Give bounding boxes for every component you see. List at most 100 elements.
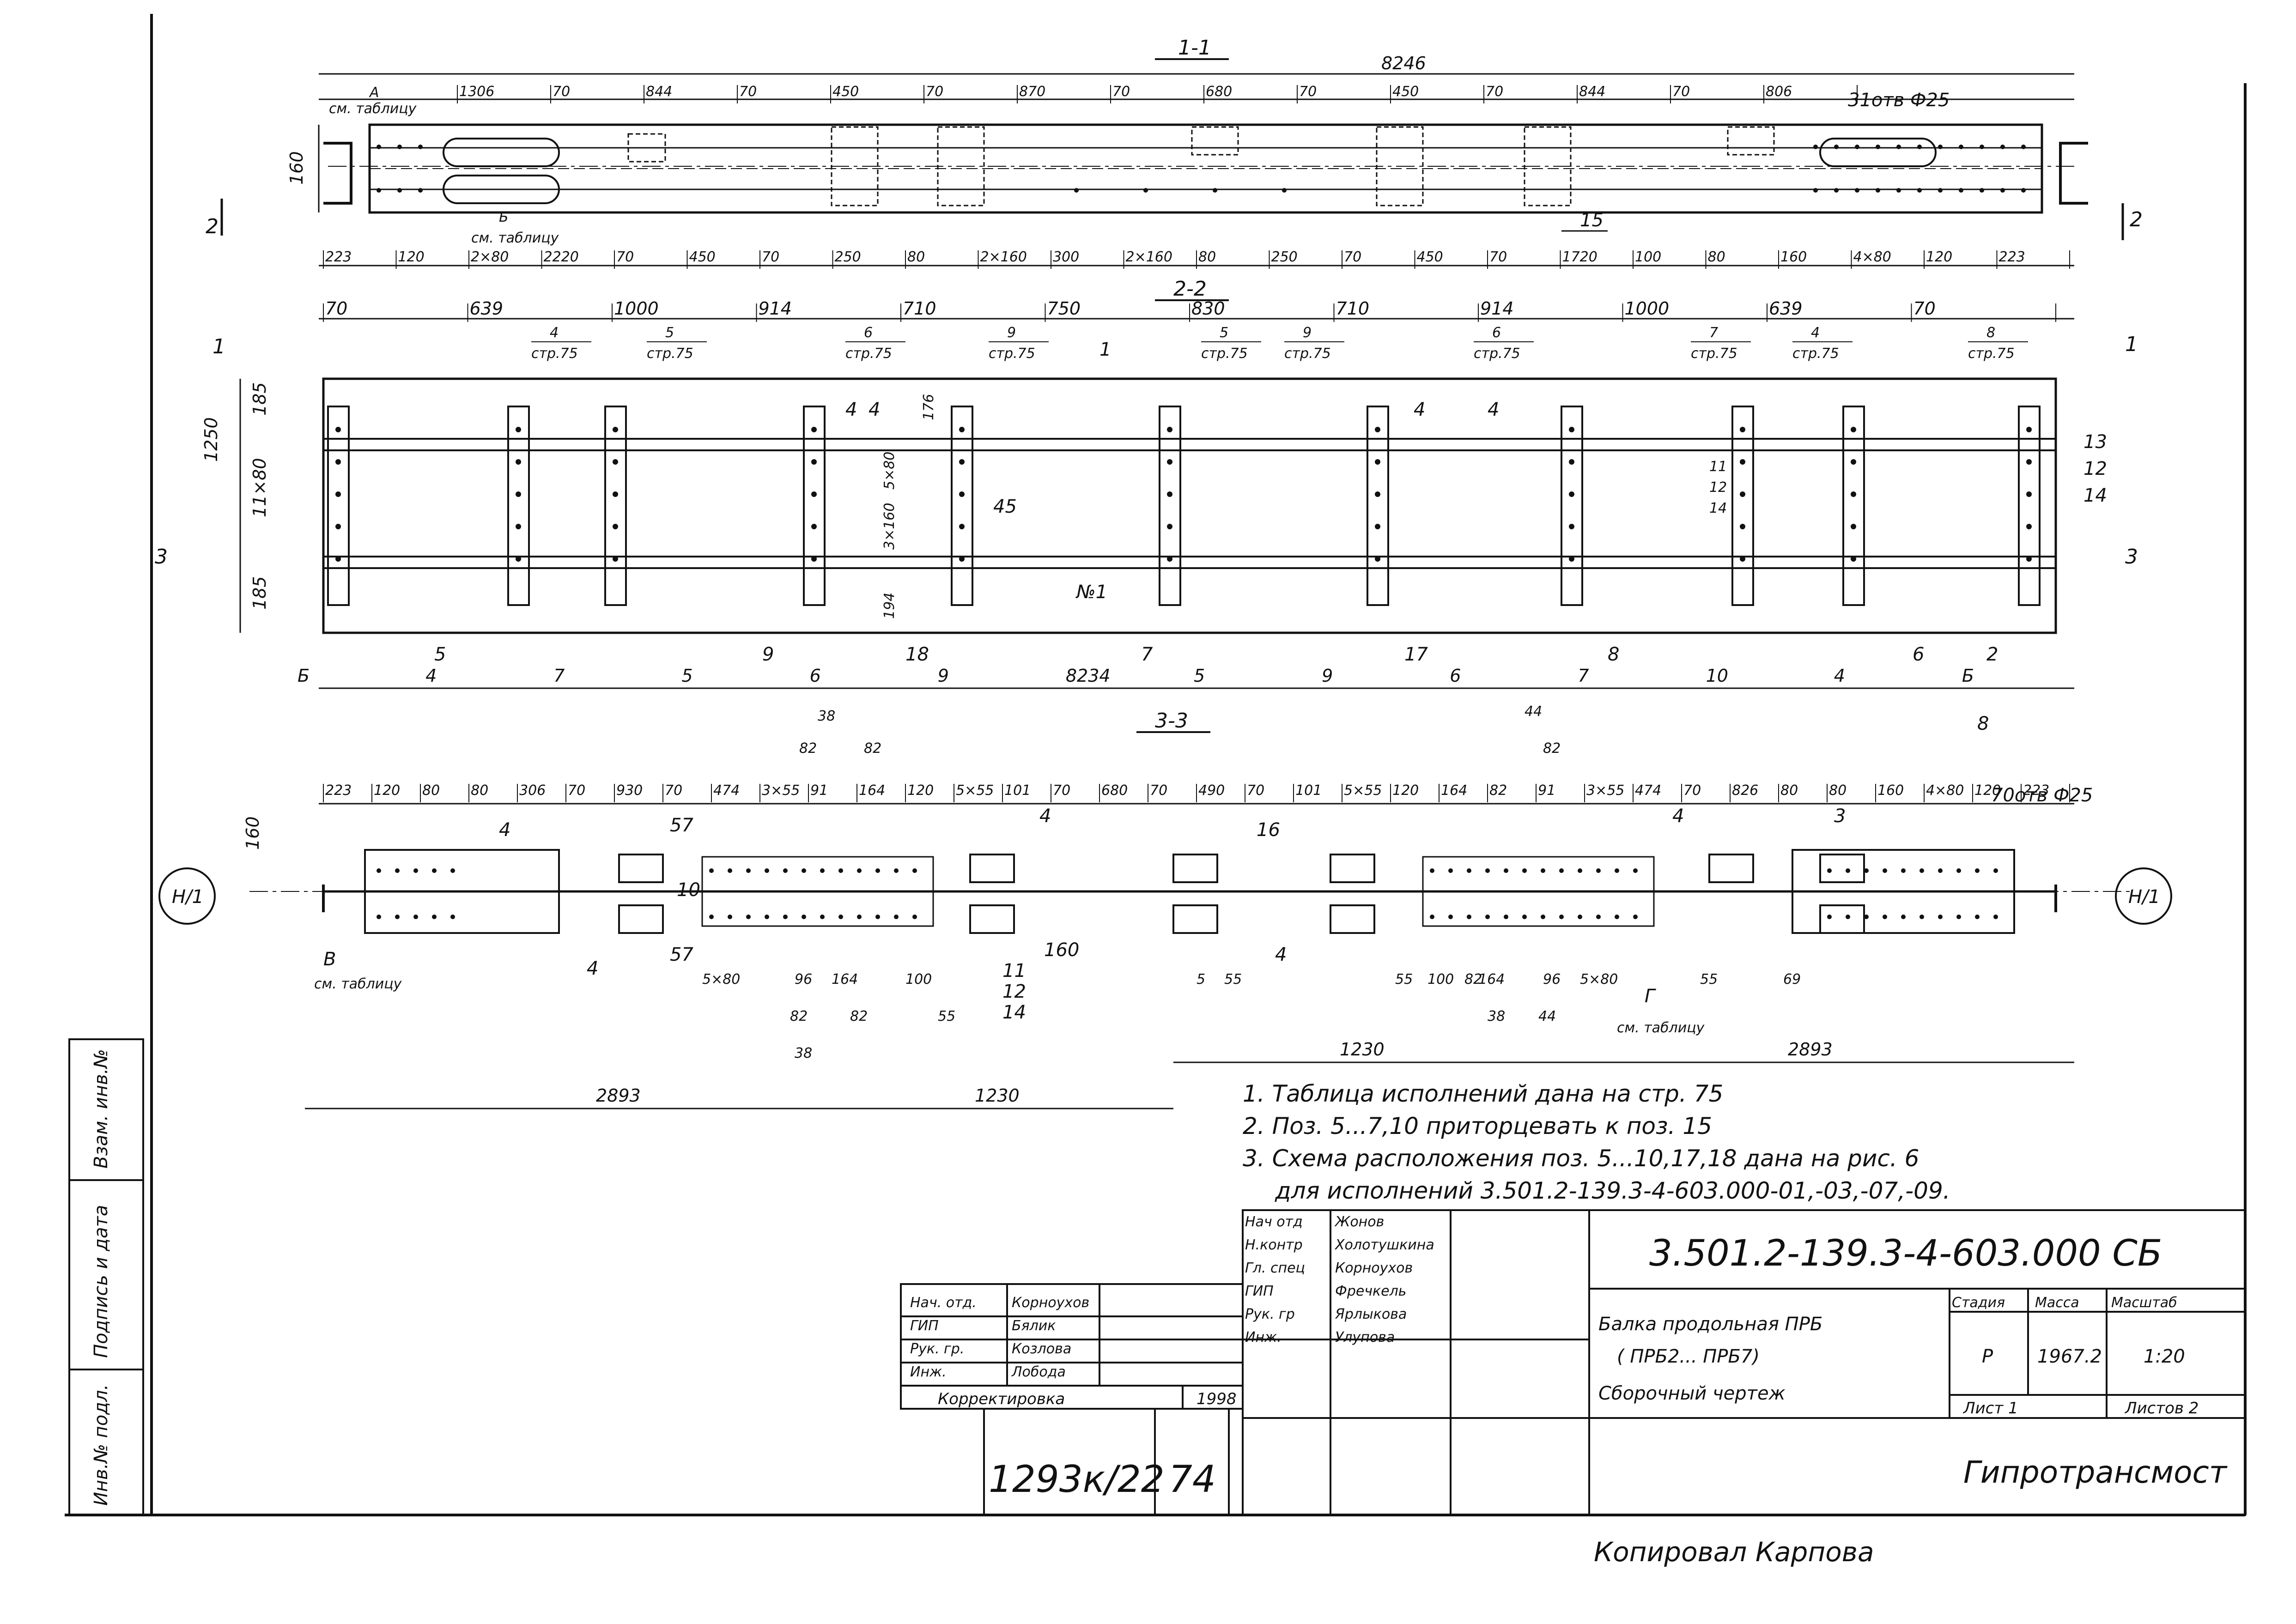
view1-bottom-dim: 450 (1417, 249, 1443, 265)
view3-upper-dim: 44 (1525, 703, 1542, 720)
view2-bottom-item: 10 (1706, 666, 1728, 686)
view2-top-dim: 914 (1480, 298, 1514, 319)
title-line-1: Балка продольная ПРБ (1598, 1314, 1822, 1335)
view2-top-dim: 1000 (1625, 298, 1670, 319)
view1-holes (377, 145, 2026, 193)
view2-bottom-item: Б (298, 666, 310, 686)
view2-page-refs: 4стр.755стр.756стр.759стр.755стр.759стр.… (531, 325, 2028, 362)
axis-mark-left (158, 867, 216, 925)
bolt-mark (959, 459, 965, 465)
view3-bottom-dim: 96 (1543, 971, 1561, 988)
hole-mark (1834, 145, 1839, 149)
page-ref-number: 4 (550, 325, 559, 341)
hole-mark (1504, 868, 1508, 873)
view2-176: 176 (921, 394, 937, 420)
view1-bottom-dim: 2×160 (980, 249, 1027, 265)
cut-3-right: 3 (2125, 545, 2138, 569)
stiffener (604, 406, 627, 606)
page-ref-page: стр.75 (1474, 345, 1520, 362)
notes: 1. Таблица исполнений дана на стр. 75 2.… (1243, 1080, 1950, 1204)
hole-mark (1615, 915, 1619, 919)
hole-mark (418, 145, 423, 149)
view2-bottom-item: 4 (425, 666, 437, 686)
view3-bottom-dim: 100 (1427, 971, 1454, 988)
bolt-mark (335, 556, 341, 562)
view3-top-dim: 490 (1198, 782, 1225, 799)
staff-role: Н.контр (1245, 1237, 1303, 1253)
hole-mark (1467, 915, 1471, 919)
view3-pos: 12 (1002, 981, 1026, 1002)
hole-mark (783, 915, 788, 919)
view2-3x160: 3×160 (881, 503, 898, 550)
view3-top-dim: 70 (568, 782, 585, 799)
view2-top-dim: 70 (1913, 298, 1936, 319)
staff2-name: Лобода (1011, 1364, 1066, 1380)
span-1230-mid: 1230 (1340, 1039, 1385, 1060)
margin-box (68, 1038, 144, 1516)
hole-mark (894, 915, 899, 919)
view1-top-dim: 70 (1299, 84, 1317, 100)
view2-mid-pos: 14 (1709, 500, 1727, 516)
view1-bottom-dim: 223 (325, 249, 352, 265)
view2-left-dim: 185 (249, 576, 270, 610)
view3-top-dim: 82 (1489, 782, 1507, 799)
stage-value: Р (1982, 1346, 1993, 1367)
bolt-mark (1740, 556, 1745, 562)
view3-pos: 4 (1672, 806, 1684, 827)
hole-mark (1430, 915, 1434, 919)
bolt-mark (1569, 491, 1574, 497)
view3-bottom-dim: 82 (1464, 971, 1482, 988)
view3-bottom-dim: 5 (1197, 971, 1205, 988)
stiffeners-1-1 (627, 126, 1775, 206)
stiffener (951, 406, 973, 606)
hole-mark (1541, 915, 1545, 919)
sheet-number: Лист 1 (1962, 1399, 2018, 1418)
view1-top-dim: 70 (553, 84, 570, 100)
view3-top-dim: 306 (519, 782, 546, 799)
scale-value: 1:20 (2144, 1346, 2185, 1367)
view2-top-dim: 639 (1769, 298, 1803, 319)
view3-top-dim: 120 (907, 782, 934, 799)
hole-mark (1559, 868, 1564, 873)
hole-mark (1980, 145, 1984, 149)
view1-bottom-dim: 100 (1635, 249, 1661, 265)
staff-name: Фречкель (1335, 1283, 1406, 1299)
stage-header: Стадия (1952, 1295, 2005, 1311)
title-line-3: Сборочный чертеж (1598, 1383, 1786, 1404)
scale-header: Масштаб (2111, 1295, 2177, 1311)
staff-role: Нач отд (1245, 1214, 1303, 1230)
view2-bottom-pos: 18 (905, 644, 929, 665)
hole-mark (1855, 188, 1859, 193)
hole-mark (1959, 188, 1963, 193)
hole-mark (397, 145, 402, 149)
hole-mark (395, 915, 400, 919)
cut-1-left: 1 (213, 335, 225, 358)
page-ref-number: 9 (1007, 325, 1016, 341)
view3-top-dim: 120 (374, 782, 400, 799)
hole-mark (820, 868, 825, 873)
view3-top-dim: 70 (1683, 782, 1701, 799)
hole-mark (377, 188, 381, 193)
hole-mark (377, 145, 381, 149)
bolt-mark (335, 491, 341, 497)
bolt-mark (1167, 427, 1172, 432)
bolt-mark (613, 459, 618, 465)
hole-mark (1633, 915, 1638, 919)
view3-bottom-dim: 100 (905, 971, 932, 988)
copied-by: Копировал Карпова (1594, 1536, 1874, 1568)
bolt-mark (1569, 556, 1574, 562)
page-ref-page: стр.75 (1968, 345, 2015, 362)
view3-pos: 4 (1039, 806, 1051, 827)
cut-2-right: 2 (2130, 208, 2143, 231)
view3-top-dim: 120 (1974, 782, 2001, 799)
view3-upper-dim: 82 (1543, 740, 1561, 757)
view3-stiffener (1172, 854, 1218, 883)
view2-top-dim: 830 (1191, 298, 1225, 319)
hole-mark (1615, 868, 1619, 873)
view3-upper-dim: 82 (864, 740, 881, 757)
doc-code: 3.501.2-139.3-4-603.000 СБ (1649, 1233, 2162, 1274)
view3-bottom-dim: 5×80 (1580, 971, 1618, 988)
